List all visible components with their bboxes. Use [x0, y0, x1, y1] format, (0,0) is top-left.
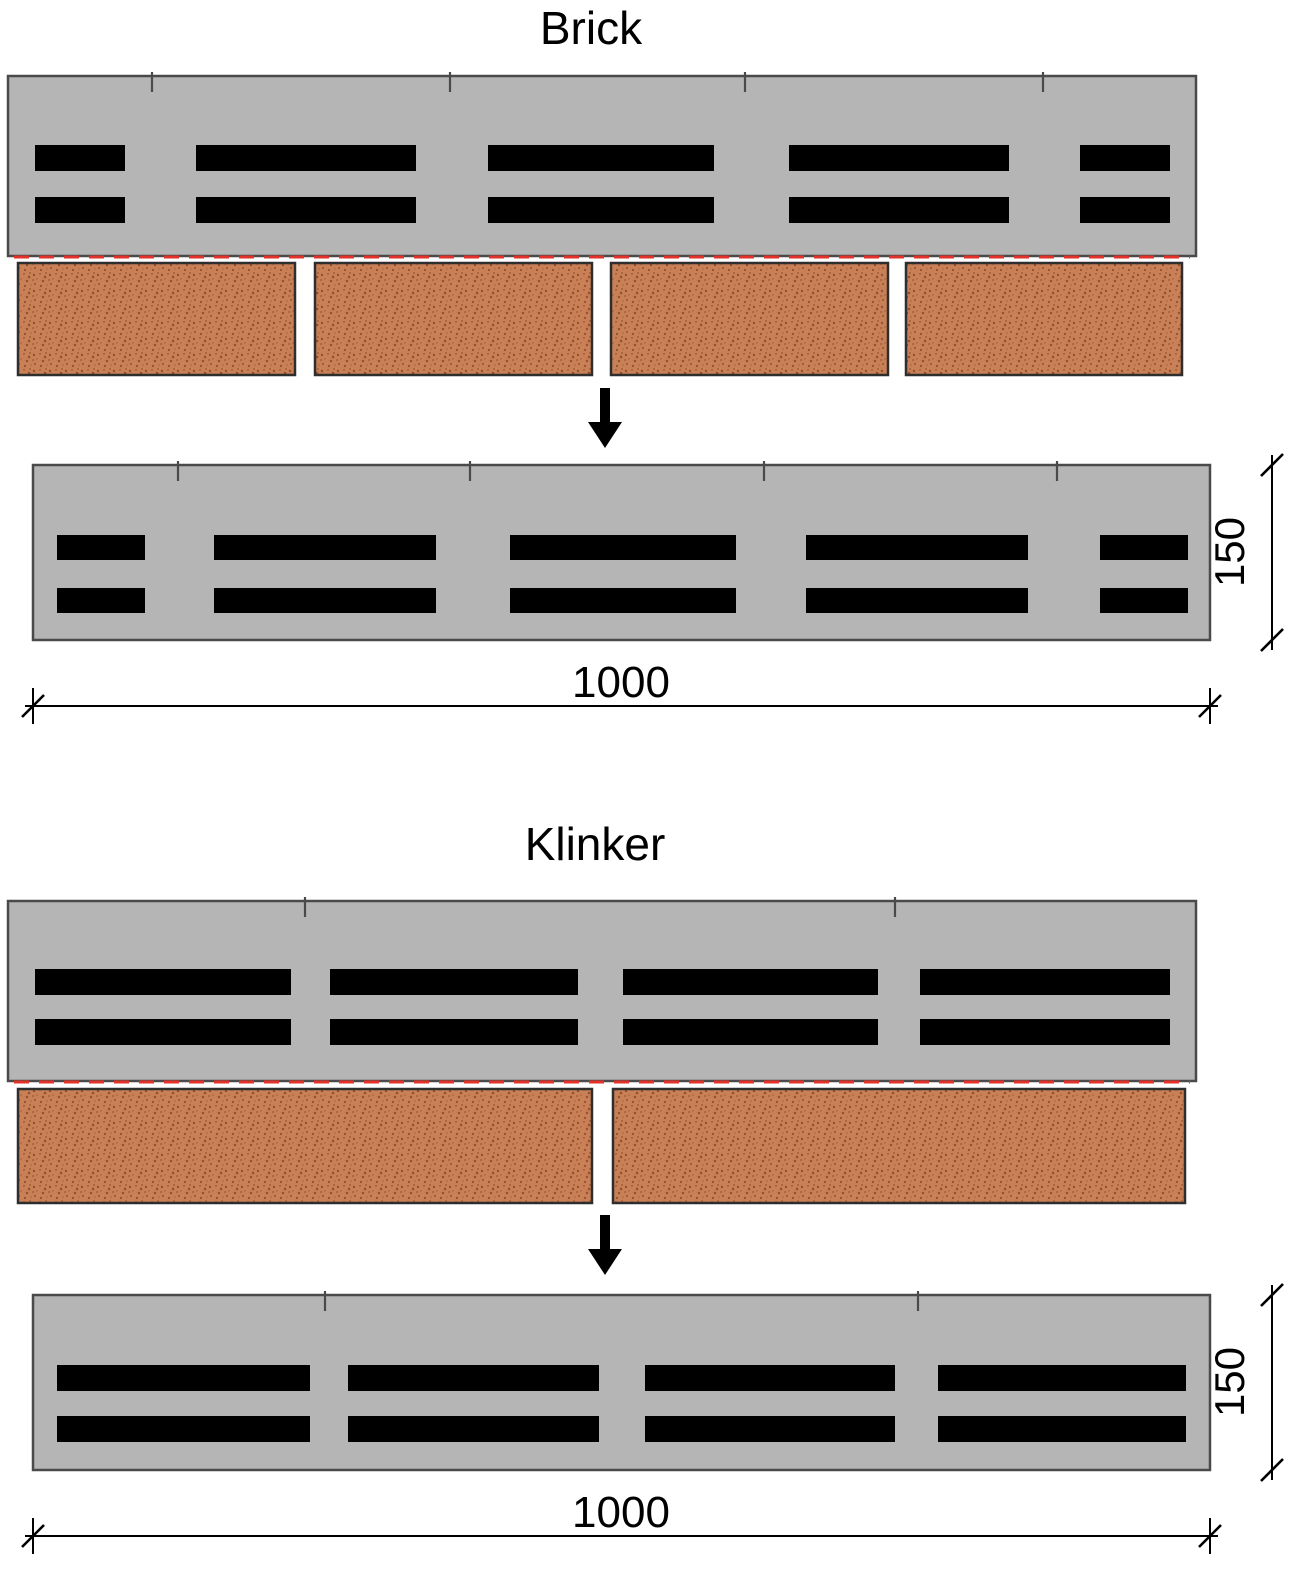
klinker-height-dimension: 150: [1206, 1283, 1284, 1482]
klinker-height-dimension-label: 150: [1206, 1347, 1253, 1417]
klinker-width-dimension: 1000: [21, 1488, 1222, 1554]
brick-flat-shingle: [31, 461, 1212, 642]
klinker-bottom-panel-slots: [57, 1365, 1186, 1442]
brick-height-dimension: 150: [1206, 453, 1284, 652]
brick-tab: [16, 261, 297, 377]
brick-top-panel-ticks: [150, 72, 1045, 92]
klinker-top-panel-ticks: [303, 897, 897, 917]
klinker-flat-shingle: [31, 1291, 1212, 1472]
brick-bottom-panel-slots: [57, 535, 1188, 613]
brick-title: Brick: [540, 2, 643, 54]
klinker-bottom-panel-ticks: [323, 1291, 920, 1311]
brick-tab: [313, 261, 594, 377]
brick-width-dimension-label: 1000: [572, 658, 670, 707]
klinker-down-arrow-icon: [588, 1215, 622, 1275]
klinker-tab: [16, 1087, 594, 1205]
brick-height-dimension-label: 150: [1206, 517, 1253, 587]
brick-tab: [904, 261, 1184, 377]
klinker-title: Klinker: [525, 818, 666, 870]
brick-tabs: [16, 261, 1184, 377]
klinker-shingle-with-tabs: [6, 897, 1198, 1205]
brick-width-dimension: 1000: [21, 658, 1222, 724]
klinker-tab: [611, 1087, 1187, 1205]
brick-tab: [609, 261, 890, 377]
brick-down-arrow-icon: [588, 388, 622, 448]
brick-section: Brick: [6, 2, 1284, 724]
klinker-top-panel-slots: [35, 969, 1170, 1045]
brick-top-panel-slots: [35, 145, 1170, 223]
klinker-width-dimension-label: 1000: [572, 1488, 670, 1537]
klinker-section: Klinker: [6, 818, 1284, 1554]
brick-bottom-panel-ticks: [176, 461, 1059, 481]
klinker-tabs: [16, 1087, 1187, 1205]
brick-shingle-with-tabs: [6, 72, 1198, 377]
